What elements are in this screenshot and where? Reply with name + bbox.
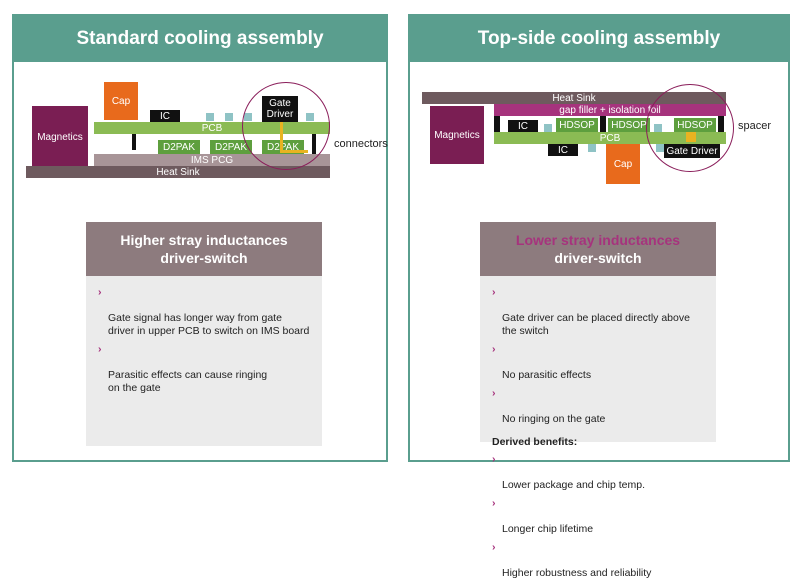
ic-block: IC — [548, 144, 578, 156]
highlight-circle — [242, 82, 330, 170]
magnetics-block: Magnetics — [32, 106, 88, 168]
card-body: › Gate driver can be placed directly abo… — [480, 276, 716, 579]
d2pak-block: D2PAK — [210, 140, 252, 154]
cap-block: Cap — [606, 144, 640, 184]
info-card: Higher stray inductances driver-switch ›… — [86, 222, 322, 446]
component — [206, 113, 214, 121]
chevron-right-icon: › — [492, 343, 496, 355]
heat-sink: Heat Sink — [422, 92, 726, 104]
chevron-right-icon: › — [492, 387, 496, 399]
bullet-item: › Higher robustness and reliability — [492, 541, 652, 579]
connector-pin — [132, 134, 136, 150]
hdsop-block: HDSOP — [556, 118, 598, 132]
spacer-block — [600, 116, 606, 132]
chevron-right-icon: › — [492, 286, 496, 298]
chevron-right-icon: › — [492, 541, 496, 553]
spacer-label: spacer — [738, 120, 772, 132]
card-heading: Higher stray inductances driver-switch — [86, 222, 322, 276]
card-heading-line1: Lower stray inductances — [515, 232, 681, 248]
bullet-item: › Longer chip lifetime — [492, 497, 594, 535]
bullet-item: › Gate signal has longer way from gate d… — [98, 286, 310, 337]
chevron-right-icon: › — [98, 343, 102, 355]
bullet-item: › No ringing on the gate — [492, 387, 606, 425]
standard-cooling-panel: Standard cooling assembly Magnetics Cap … — [12, 14, 388, 462]
panel-title: Standard cooling assembly — [14, 16, 386, 62]
ic-block: IC — [150, 110, 180, 122]
bullet-item: › Lower package and chip temp. — [492, 453, 646, 491]
card-heading: Lower stray inductances driver-switch — [480, 222, 716, 276]
bullet-item: › Parasitic effects can cause ringing on… — [98, 343, 268, 394]
spacer-block — [494, 116, 500, 132]
component — [588, 144, 596, 152]
card-heading-line2: driver-switch — [160, 250, 248, 266]
cap-block: Cap — [104, 82, 138, 120]
magnetics-block: Magnetics — [430, 106, 484, 164]
top-side-cooling-panel: Top-side cooling assembly Heat Sink gap … — [408, 14, 790, 579]
heat-sink: Heat Sink — [26, 166, 330, 178]
info-card: Lower stray inductances driver-switch › … — [480, 222, 716, 579]
chevron-right-icon: › — [492, 497, 496, 509]
chevron-right-icon: › — [98, 286, 102, 298]
bullet-item: › Gate driver can be placed directly abo… — [492, 286, 690, 337]
d2pak-block: D2PAK — [158, 140, 200, 154]
ic-block: IC — [508, 120, 538, 132]
card-heading-line2: driver-switch — [554, 250, 642, 266]
hdsop-block: HDSOP — [608, 118, 650, 132]
connectors-label: connectors — [334, 138, 388, 150]
panel-title: Top-side cooling assembly — [410, 16, 788, 62]
component — [544, 124, 552, 132]
card-body: › Gate signal has longer way from gate d… — [86, 276, 322, 446]
chevron-right-icon: › — [492, 453, 496, 465]
card-heading-line1: Higher stray inductances — [120, 232, 288, 248]
bullet-item: › No parasitic effects — [492, 343, 592, 381]
component — [225, 113, 233, 121]
highlight-circle — [646, 84, 734, 172]
derived-benefits-title: Derived benefits: — [492, 436, 578, 448]
